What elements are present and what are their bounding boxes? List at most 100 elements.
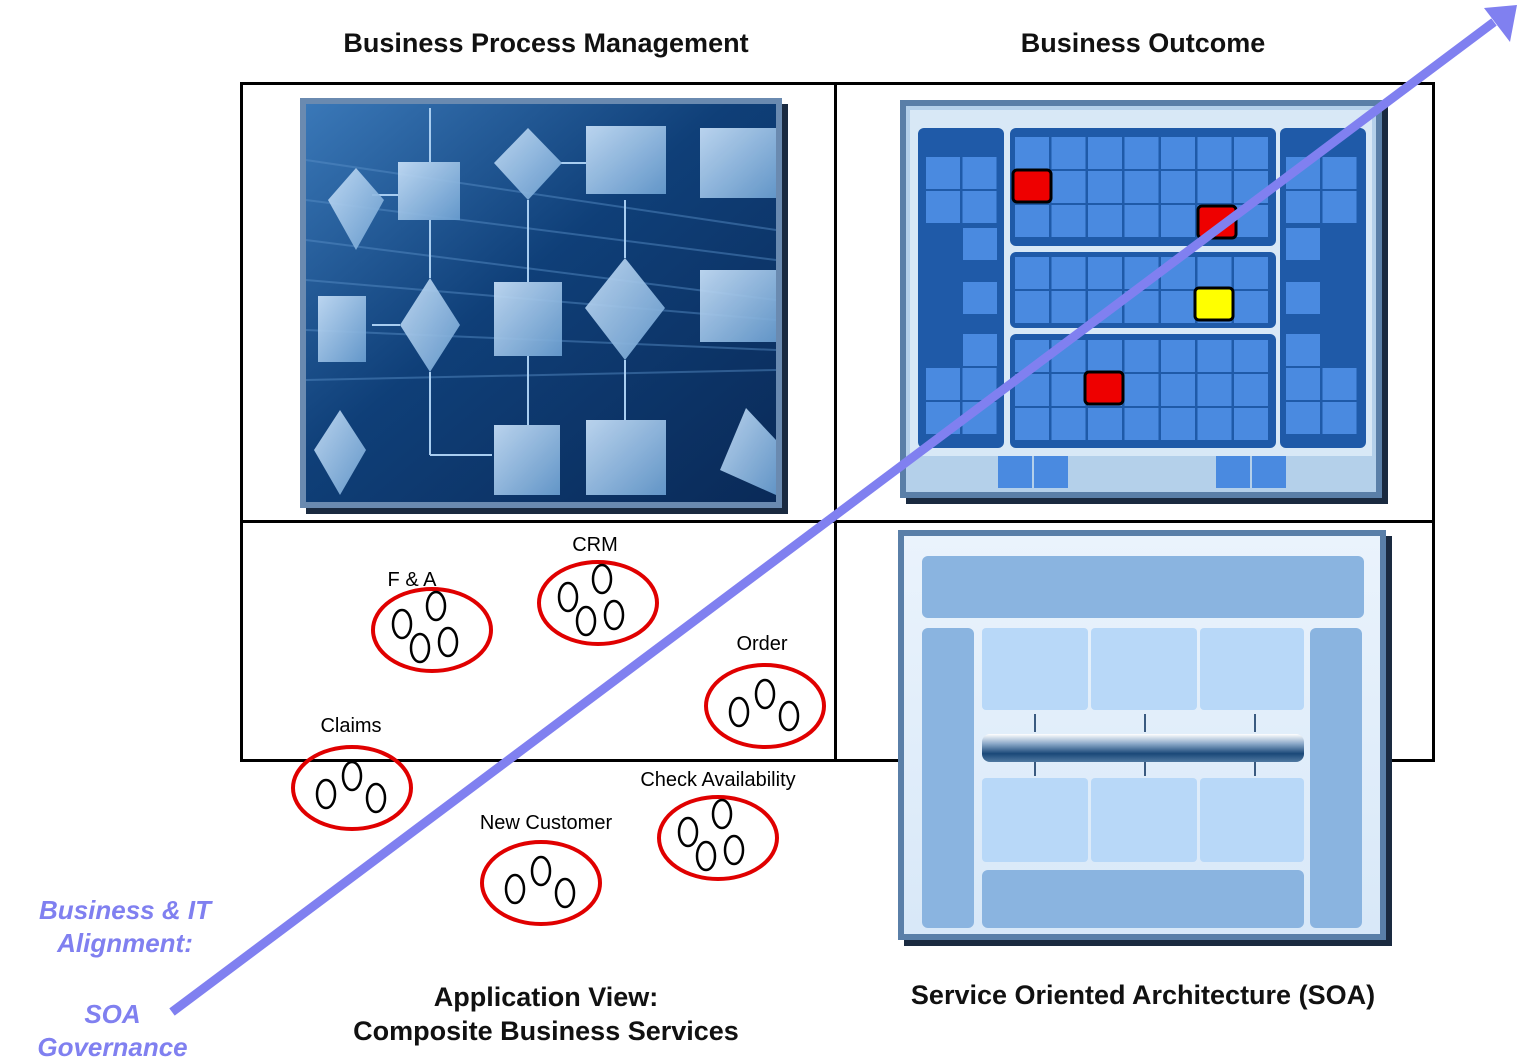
- service-label: New Customer: [480, 812, 613, 834]
- dashboard-tile: [1124, 374, 1159, 406]
- business-outcome-title: Business Outcome: [1020, 28, 1266, 58]
- dashboard-tile: [1161, 374, 1195, 406]
- dashboard-tile: [1286, 402, 1320, 434]
- dashboard-tile: [1015, 257, 1049, 289]
- dashboard-tile: [1124, 137, 1159, 169]
- dashboard-tile: [1197, 257, 1232, 289]
- status-red-marker: [1196, 204, 1238, 240]
- status-red-marker: [1011, 168, 1053, 204]
- quadrant-grid: [240, 82, 1435, 762]
- soa-title: Service Oriented Architecture (SOA): [910, 980, 1376, 1010]
- dashboard-tile: [1015, 205, 1049, 237]
- alignment-arrow: [169, 5, 1517, 1016]
- dashboard-tile: [963, 282, 997, 314]
- bpm-title: Business Process Management: [343, 28, 749, 58]
- dashboard-tile: [1051, 408, 1086, 440]
- service-ring: [291, 745, 413, 831]
- service-component: [341, 760, 363, 792]
- dashboard-tile: [1051, 137, 1086, 169]
- service-label: CRM: [572, 534, 618, 556]
- alignment-line4: Governance: [37, 1032, 188, 1062]
- service-label: Check Availability: [640, 769, 795, 791]
- dashboard-tile: [926, 368, 960, 400]
- status-red-marker: [1083, 370, 1125, 406]
- service-component: [754, 678, 776, 710]
- dashboard-tile: [1234, 137, 1268, 169]
- service-component: [554, 877, 576, 909]
- dashboard-tile: [1088, 257, 1122, 289]
- dashboard-tile: [1124, 408, 1159, 440]
- dashboard-tile: [1286, 228, 1320, 260]
- dashboard-tile: [926, 191, 960, 223]
- dashboard-tile: [963, 334, 997, 366]
- service-label: F & A: [388, 569, 438, 591]
- dashboard-tile: [1197, 171, 1232, 203]
- service-component: [315, 778, 337, 810]
- dashboard-tile: [1286, 282, 1320, 314]
- dashboard-tile: [1088, 205, 1122, 237]
- dashboard-tile: [1161, 291, 1195, 323]
- alignment-line3: SOA: [84, 999, 141, 1029]
- dashboard-tile: [1234, 340, 1268, 372]
- service-component: [530, 855, 552, 887]
- alignment-label: Business & IT Alignment:: [20, 894, 230, 960]
- service-group: Order: [704, 633, 826, 749]
- application-view-line2: Composite Business Services: [353, 1016, 739, 1046]
- service-component: [365, 782, 387, 814]
- dashboard-tile: [1161, 340, 1195, 372]
- service-group: New Customer: [480, 812, 613, 926]
- dashboard-tile: [1286, 368, 1320, 400]
- dashboard-tile: [962, 191, 997, 223]
- dashboard-tile: [1088, 137, 1122, 169]
- dashboard-tile: [1051, 257, 1086, 289]
- service-group: F & A: [371, 569, 493, 673]
- dashboard-tile: [1234, 408, 1268, 440]
- service-component: [391, 608, 413, 640]
- dashboard-tile: [1124, 205, 1159, 237]
- service-label: Claims: [320, 715, 381, 737]
- dashboard-tile: [1051, 291, 1086, 323]
- service-component: [437, 626, 459, 658]
- dashboard-tile: [1124, 171, 1159, 203]
- dashboard-tile: [1161, 137, 1195, 169]
- dashboard-tile: [1322, 157, 1357, 189]
- dashboard-tile: [1197, 340, 1232, 372]
- service-component: [723, 834, 745, 866]
- grid-horizontal-divider: [240, 520, 1435, 523]
- dashboard-tile: [1051, 171, 1086, 203]
- dashboard-tile: [1197, 137, 1232, 169]
- dashboard-tile: [1322, 368, 1357, 400]
- service-ring: [537, 560, 659, 646]
- service-ring: [371, 587, 493, 673]
- dashboard-tile: [926, 157, 960, 189]
- dashboard-tile: [1161, 408, 1195, 440]
- dashboard-tile: [1234, 374, 1268, 406]
- service-ring: [704, 663, 826, 749]
- service-group: CRM: [537, 534, 659, 646]
- dashboard-tile: [962, 157, 997, 189]
- service-ring: [657, 795, 779, 881]
- service-component: [557, 581, 579, 613]
- status-yellow-marker: [1193, 286, 1235, 322]
- service-component: [778, 700, 800, 732]
- dashboard-tile: [1322, 191, 1357, 223]
- service-bus: [982, 734, 1304, 762]
- service-component: [425, 590, 447, 622]
- dashboard-tile: [1015, 137, 1049, 169]
- alignment-line2: Alignment:: [57, 928, 193, 958]
- soa-architecture-image: [898, 530, 1392, 946]
- service-group: Claims: [291, 715, 413, 831]
- alignment-line1: Business & IT: [39, 895, 211, 925]
- service-group: Check Availability: [640, 769, 796, 881]
- service-component: [504, 873, 526, 905]
- service-component: [591, 563, 613, 595]
- dashboard-tile: [1197, 408, 1232, 440]
- service-component: [695, 840, 717, 872]
- service-label: Order: [736, 633, 787, 655]
- service-component: [677, 816, 699, 848]
- dashboard-tile: [1051, 374, 1086, 406]
- dashboard-tile: [1286, 334, 1320, 366]
- service-component: [409, 632, 431, 664]
